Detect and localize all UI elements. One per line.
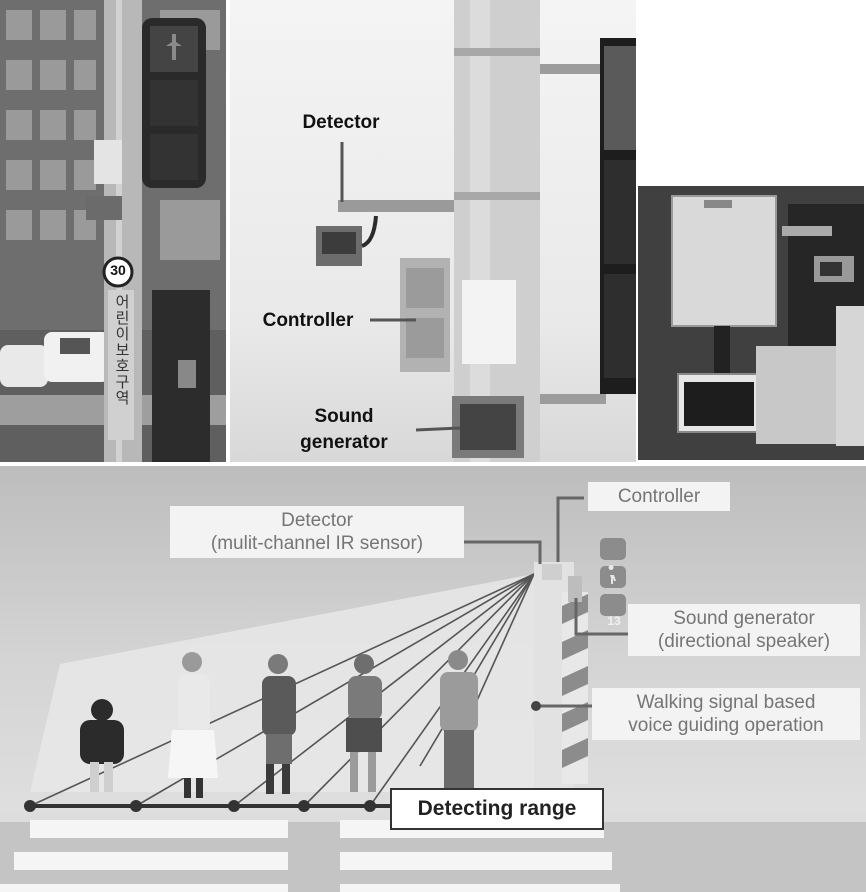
diagram-label-walking-signal: Walking signal based voice guiding opera… — [592, 688, 860, 740]
detecting-range-label: Detecting range — [390, 788, 604, 830]
diagram-label-detector-line2: (mulit-channel IR sensor) — [210, 533, 424, 554]
diagram-label-detector-line1: Detector — [281, 510, 353, 531]
pole-photo: Detector Controller Sound generator — [230, 0, 636, 462]
speed-limit-sign: 30 — [110, 262, 126, 278]
diagram-label-controller: Controller — [588, 482, 730, 511]
system-diagram: 13 Detector (mulit-channel IR sensor) Co… — [0, 466, 866, 892]
diagram-label-sound-line1: Sound generator — [673, 608, 815, 629]
diagram-label-sound-line2: (directional speaker) — [657, 631, 831, 652]
photo-label-sound-line1: Sound — [314, 406, 374, 427]
signal-countdown: 13 — [607, 614, 621, 628]
diagram-label-detector: Detector (mulit-channel IR sensor) — [170, 506, 464, 558]
diagram-label-sound-generator: Sound generator (directional speaker) — [628, 604, 860, 656]
crosswalk — [0, 820, 620, 892]
diagram-drawing — [0, 496, 866, 892]
diagram-label-walking-line2: voice guiding operation — [628, 715, 824, 736]
pole-equipment-drawing — [316, 0, 636, 462]
street-photo: 30 어린이보호구역 — [0, 0, 226, 462]
photo-label-sound-generator: Sound generator — [280, 404, 408, 456]
photo-label-controller: Controller — [262, 310, 354, 331]
photo-label-sound-line2: generator — [300, 432, 388, 453]
diagram-label-walking-line1: Walking signal based — [636, 692, 816, 713]
school-zone-sign: 어린이보호구역 — [113, 294, 131, 406]
inset-equipment-drawing — [638, 186, 864, 460]
inset-photo — [636, 184, 866, 462]
diagram-leaders — [460, 496, 632, 708]
building-background — [0, 0, 226, 462]
photo-label-detector: Detector — [302, 112, 380, 133]
pedestrians — [80, 650, 478, 798]
